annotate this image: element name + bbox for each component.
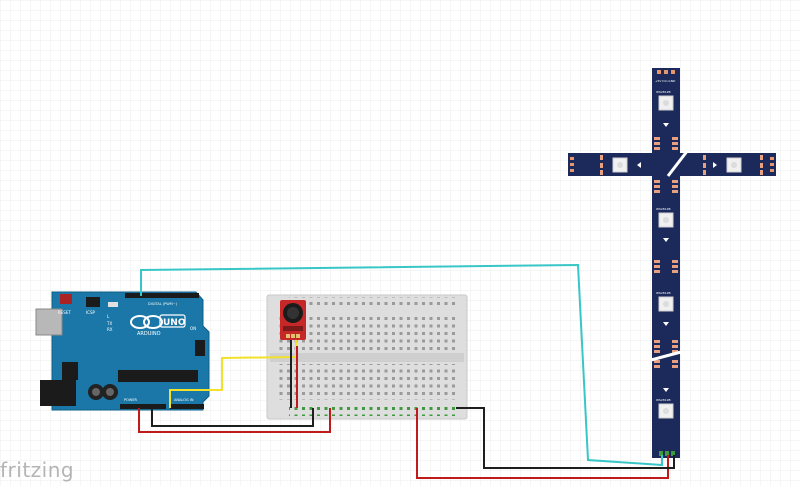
breadboard[interactable] (266, 294, 468, 420)
rx-label: RX (107, 327, 113, 332)
led-pixel: WS2812B (656, 90, 674, 111)
power-jack (40, 380, 76, 406)
cut-line (650, 350, 682, 362)
reset-label: RESET (58, 310, 71, 315)
led-pixel (726, 157, 742, 173)
analog-header (170, 404, 204, 409)
five-volt-wire[interactable] (138, 408, 331, 433)
strip-pad-label: +5V Din GND (655, 79, 676, 83)
l-label: L (107, 314, 110, 319)
analog-label: ANALOG IN (174, 398, 194, 402)
power-header (120, 404, 166, 409)
on-label: ON (190, 326, 196, 331)
tx-label: TX (106, 321, 112, 326)
uno-brand: UNO (163, 318, 186, 328)
led-pixel: WS2812B (656, 398, 674, 419)
svg-text:WS2812B: WS2812B (656, 90, 671, 94)
led-pixel (612, 157, 628, 173)
led-pixel: WS2812B (656, 291, 674, 312)
reset-button[interactable] (60, 294, 72, 304)
data-wire[interactable] (140, 263, 663, 467)
svg-text:WS2812B: WS2812B (656, 291, 671, 295)
digital-label: DIGITAL (PWM~) (148, 302, 178, 306)
strip-ground-wire[interactable] (456, 407, 675, 469)
svg-text:WS2812B: WS2812B (656, 398, 671, 402)
atmega-chip (118, 370, 198, 382)
microphone-module[interactable] (280, 300, 306, 340)
arduino-uno-board[interactable]: RESET ICSP DIGITAL (PWM~) L TX RX ARDUIN… (35, 291, 210, 411)
digital-header (125, 293, 199, 298)
power-label: POWER (124, 398, 138, 402)
cut-line (666, 149, 690, 177)
svg-text:WS2812B: WS2812B (656, 207, 671, 211)
icsp-label: ICSP (86, 310, 96, 315)
fritzing-logo: fritzing (0, 458, 75, 482)
ground-wire[interactable] (151, 408, 314, 427)
maker-label: ARDUINO (137, 331, 161, 337)
arduino-logo-icon (130, 315, 150, 329)
icsp-header (86, 297, 100, 307)
led-pixel: WS2812B (656, 207, 674, 228)
usb-port (35, 308, 63, 336)
strip-power-wire[interactable] (416, 408, 669, 479)
led-strip[interactable]: +5V Din GND WS2812B WS2812B WS2812B WS28… (568, 68, 776, 458)
